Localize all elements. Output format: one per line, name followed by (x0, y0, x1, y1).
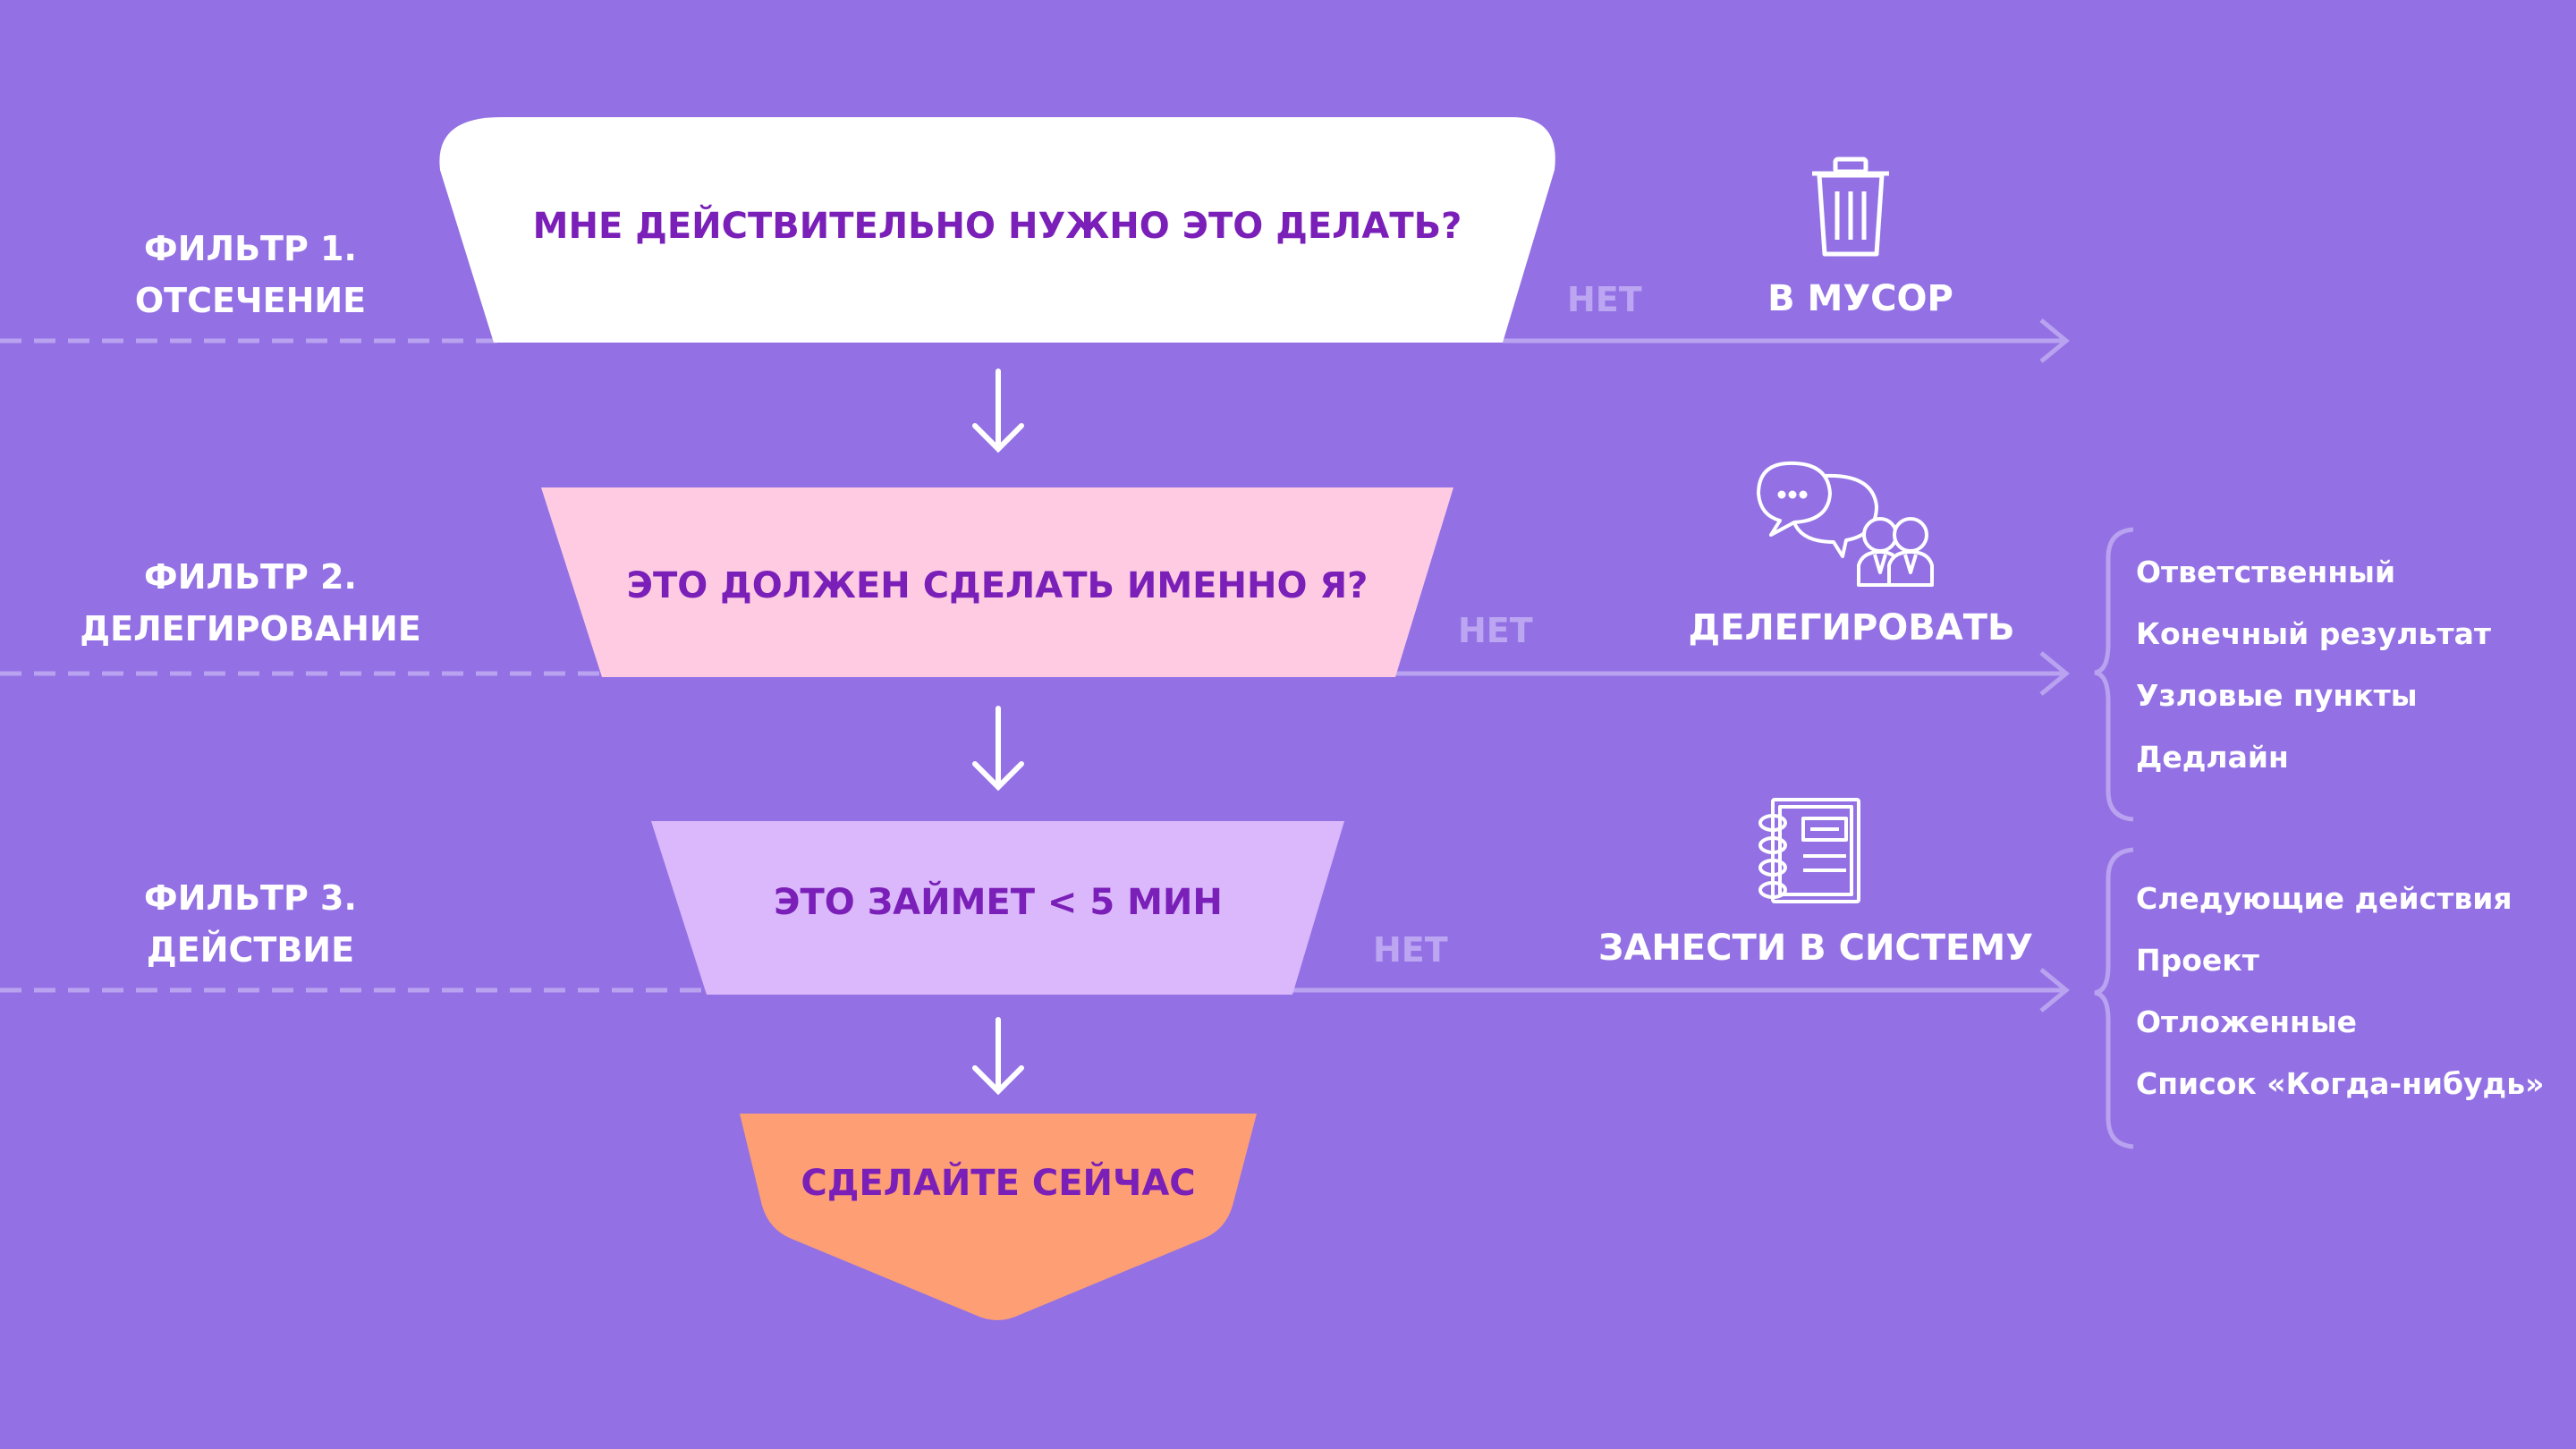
system-list-brace (2094, 847, 2134, 1149)
filter-1-label: ФИЛЬТР 1. ОТСЕЧЕНИЕ (0, 223, 501, 326)
system-list-item: Следующие действия (2136, 881, 2512, 916)
trash-can-icon (1812, 157, 1889, 257)
filter-2-title: ФИЛЬТР 2. (144, 557, 357, 597)
filter-2-action: ДЕЛЕГИРОВАТЬ (1688, 607, 2015, 648)
funnel-stage-1 (439, 117, 1555, 343)
funnel-stage-3 (651, 821, 1344, 995)
delegate-list-item: Ответственный (2136, 555, 2396, 589)
delegate-list-item: Дедлайн (2136, 740, 2289, 775)
filter-1-subtitle: ОТСЕЧЕНИЕ (134, 281, 367, 320)
final-action-text: СДЕЛАЙТЕ СЕЙЧАС (801, 1163, 1196, 1204)
down-arrow-icon (972, 1017, 1024, 1096)
filter-3-action: ЗАНЕСТИ В СИСТЕМУ (1597, 928, 2034, 969)
down-arrow-icon (972, 706, 1024, 792)
filter-2-subtitle: ДЕЛЕГИРОВАНИЕ (80, 609, 421, 648)
filter-1-no-label: НЕТ (1567, 280, 1642, 319)
system-list-item: Проект (2136, 943, 2259, 978)
filter-3-connector (0, 968, 2070, 1013)
system-list-item: Отложенные (2136, 1004, 2358, 1039)
filter-3-no-label: НЕТ (1373, 930, 1448, 970)
delegate-list-item: Узловые пункты (2136, 678, 2418, 713)
filter-3-label: ФИЛЬТР 3. ДЕЙСТВИЕ (0, 872, 501, 976)
filter-1-action: В МУСОР (1767, 278, 1953, 319)
notebook-icon (1758, 798, 1860, 903)
filter-3-question: ЭТО ЗАЙМЕТ < 5 МИН (774, 882, 1223, 923)
system-list-item: Список «Когда-нибудь» (2136, 1066, 2545, 1101)
filter-1-connector (0, 318, 2070, 363)
funnel-stage-2 (541, 487, 1453, 677)
filter-2-no-label: НЕТ (1458, 611, 1533, 650)
filter-1-question: МНЕ ДЕЙСТВИТЕЛЬНО НУЖНО ЭТО ДЕЛАТЬ? (532, 206, 1462, 247)
delegate-list-brace (2094, 527, 2134, 822)
filter-3-subtitle: ДЕЙСТВИЕ (146, 930, 355, 970)
filter-2-question: ЭТО ДОЛЖЕН СДЕЛАТЬ ИМЕННО Я? (626, 565, 1368, 606)
funnel-stage-final (740, 1114, 1257, 1320)
down-arrow-icon (972, 369, 1024, 453)
filter-1-title: ФИЛЬТР 1. (144, 229, 357, 268)
filter-3-title: ФИЛЬТР 3. (144, 878, 357, 918)
filter-2-label: ФИЛЬТР 2. ДЕЛЕГИРОВАНИЕ (0, 551, 501, 655)
filter-2-connector (0, 651, 2070, 696)
delegate-people-icon (1757, 461, 1934, 587)
delegate-list-item: Конечный результат (2136, 616, 2491, 651)
